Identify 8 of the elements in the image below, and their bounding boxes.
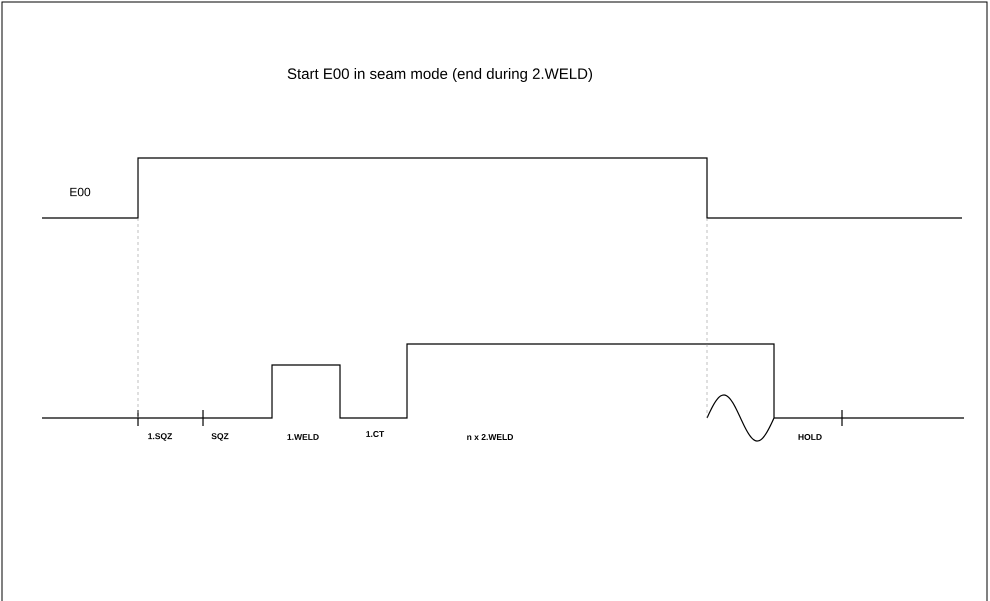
phase-label: 1.CT — [366, 431, 384, 437]
title: Start E00 in seam mode (end during 2.WELD) — [288, 68, 592, 82]
phase-label: n x 2.WELD — [467, 434, 514, 440]
phase-label: SQZ — [212, 433, 228, 441]
phase-label: HOLD — [798, 434, 822, 440]
phase-label: 1.WELD — [287, 434, 319, 440]
signal-name: E00 — [70, 188, 90, 196]
phase-label: 1.SQZ — [148, 433, 172, 441]
